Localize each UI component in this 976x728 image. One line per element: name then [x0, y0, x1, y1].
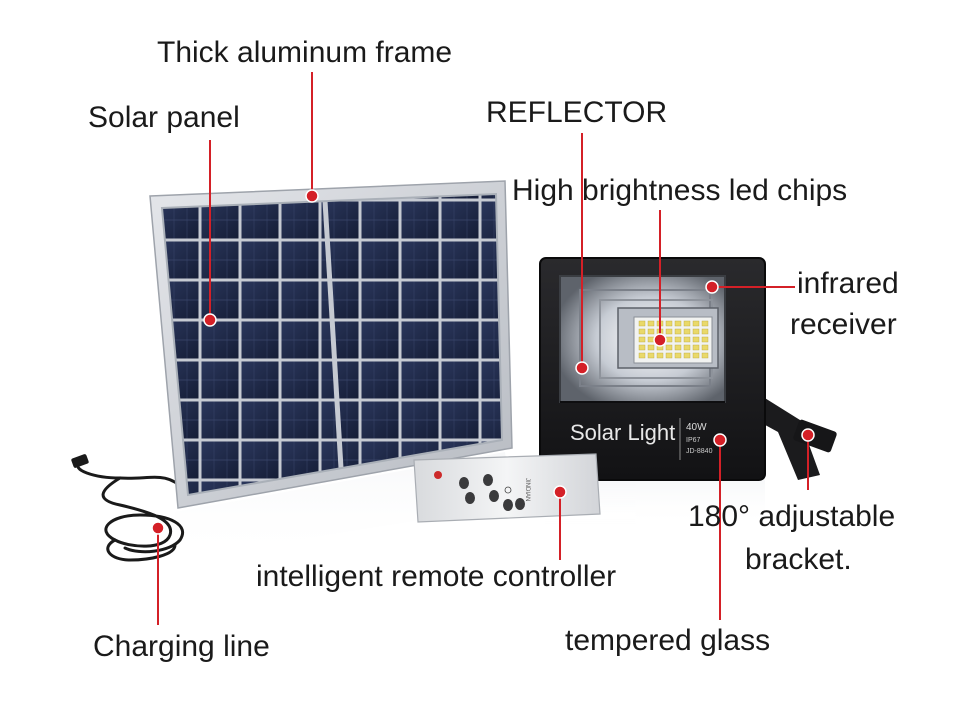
label-remote: intelligent remote controller	[256, 560, 617, 593]
red-dot-icon	[705, 280, 719, 294]
label-reflector: REFLECTOR	[486, 96, 668, 129]
lamp-brand-print: Solar Light	[570, 420, 675, 445]
red-dot-icon	[553, 485, 567, 499]
callout-dots	[151, 189, 815, 535]
red-dot-icon	[305, 189, 319, 203]
label-infrared-line1: infrared	[797, 267, 899, 300]
led-chip-grid	[638, 320, 709, 359]
charging-cable	[71, 454, 187, 562]
red-dot-icon	[151, 521, 165, 535]
red-dot-icon	[713, 433, 727, 447]
lamp-wattage-print: 40W	[686, 422, 707, 433]
label-bracket-line2: bracket.	[745, 543, 852, 576]
label-frame: Thick aluminum frame	[157, 36, 453, 69]
callout-lines	[157, 72, 809, 625]
label-infrared-line2: receiver	[790, 308, 897, 341]
remote-controller-illustration: JINDIAN	[413, 453, 601, 523]
red-dot-icon	[203, 313, 217, 327]
label-led-chips: High brightness led chips	[512, 174, 848, 207]
label-charging: Charging line	[93, 630, 270, 663]
remote-brand-print: JINDIAN	[524, 478, 530, 501]
red-dot-icon	[575, 361, 589, 375]
red-dot-icon	[653, 333, 667, 347]
flood-light-illustration: Solar Light 40W IP67 JD-8840	[539, 257, 837, 481]
lamp-model-print: JD-8840	[686, 448, 713, 455]
label-glass: tempered glass	[565, 624, 771, 657]
label-solar-panel: Solar panel	[88, 101, 240, 134]
solar-panel-illustration	[149, 180, 513, 509]
red-dot-icon	[801, 428, 815, 442]
label-bracket-line1: 180° adjustable	[688, 500, 896, 533]
lamp-rating-print: IP67	[686, 437, 701, 444]
